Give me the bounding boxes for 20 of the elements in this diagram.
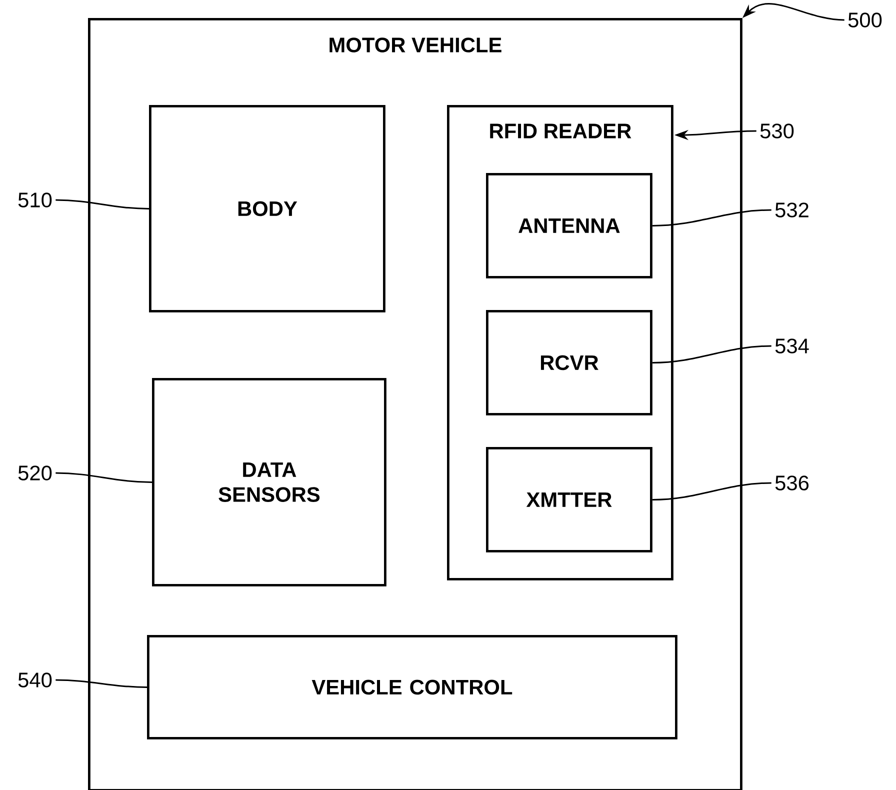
leader-line	[56, 199, 150, 210]
block-box: BODY	[149, 105, 386, 312]
block-box: ANTENNA	[486, 173, 652, 278]
block-box: RCVR	[486, 310, 652, 416]
callout-number: 534	[775, 338, 809, 354]
leader-line	[56, 472, 152, 483]
block-box: XMTTER	[486, 447, 652, 552]
leader-line	[652, 482, 772, 500]
leader-line	[652, 209, 772, 226]
callout-number: 536	[775, 476, 809, 490]
block-box: DATA SENSORS	[152, 378, 386, 586]
leader-line	[652, 345, 772, 364]
block-box: VEHICLE CONTROL	[147, 635, 678, 740]
callout-number: 540	[18, 672, 52, 688]
callout-number: 532	[775, 202, 808, 218]
callout-number: 510	[18, 192, 52, 208]
callout-number: 520	[18, 466, 52, 480]
callout-number: 530	[760, 124, 794, 138]
leader-line	[56, 679, 148, 688]
callout-number: 500	[848, 12, 882, 28]
